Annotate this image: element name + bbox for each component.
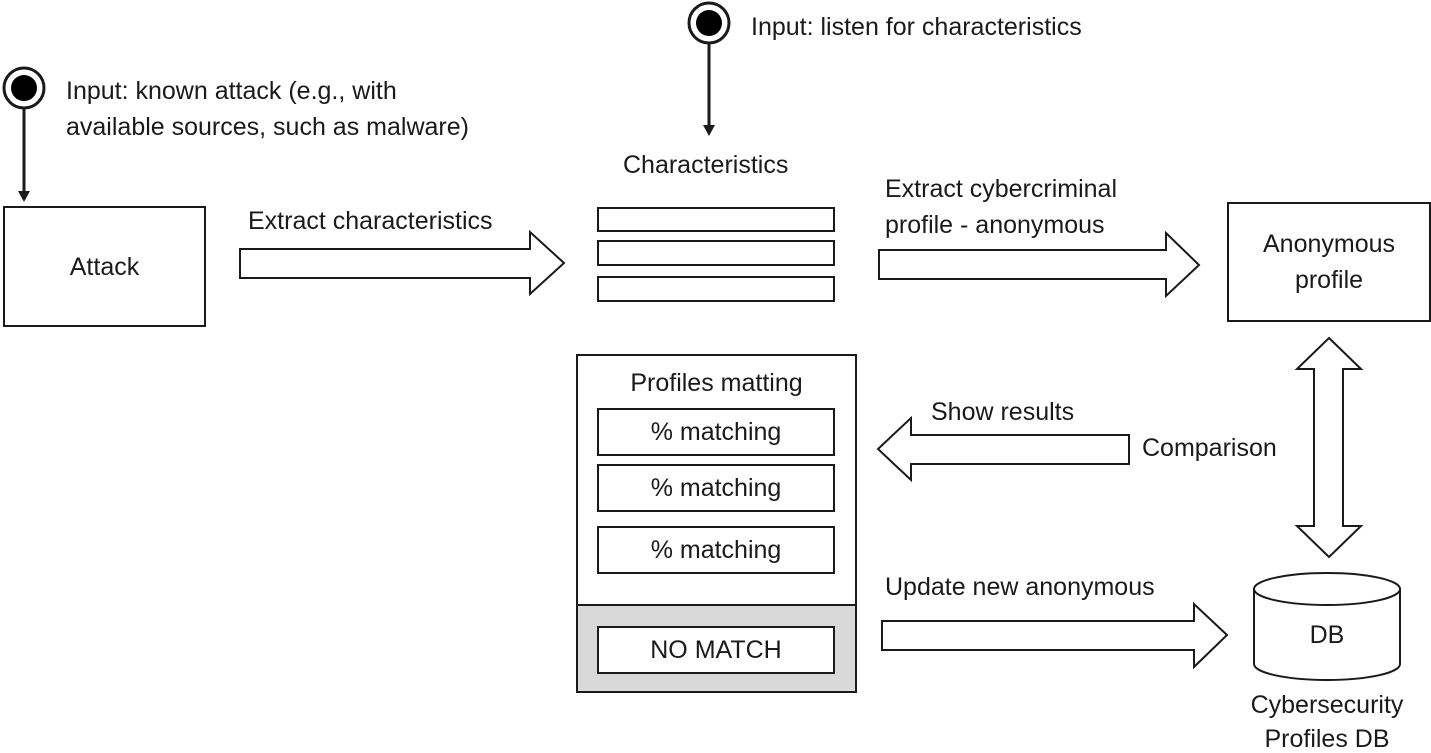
characteristic-bar xyxy=(597,240,835,266)
db-label: DB xyxy=(1309,621,1345,649)
match-row-label: % matching xyxy=(650,474,782,502)
update-new-label: Update new anonymous xyxy=(885,573,1155,601)
db-caption: Cybersecurity Profiles DB xyxy=(1250,691,1404,753)
show-results-arrow xyxy=(876,415,1130,483)
characteristics-title: Characteristics xyxy=(623,151,789,179)
attack-node: Attack xyxy=(3,206,206,327)
comparison-double-arrow xyxy=(1294,336,1364,559)
show-results-label: Show results xyxy=(931,398,1075,426)
match-row: % matching xyxy=(597,464,835,512)
input-known-attack-arrowhead xyxy=(18,191,30,202)
match-row: % matching xyxy=(597,408,835,456)
extract-profile-arrow xyxy=(878,230,1201,299)
update-new-arrow xyxy=(881,601,1229,670)
anonymous-profile-node: Anonymous profile xyxy=(1227,202,1431,322)
db-cylinder-icon xyxy=(1253,572,1401,681)
input-listen-icon xyxy=(687,1,731,45)
input-listen-label: Input: listen for characteristics xyxy=(751,13,1082,41)
extract-characteristics-label: Extract characteristics xyxy=(248,207,493,235)
no-match-label: NO MATCH xyxy=(650,636,782,664)
attack-node-label: Attack xyxy=(69,252,140,281)
input-known-attack-icon xyxy=(2,66,46,110)
no-match-row: NO MATCH xyxy=(597,626,835,674)
characteristic-bar xyxy=(597,207,835,232)
match-row-label: % matching xyxy=(650,536,782,564)
input-listen-arrowhead xyxy=(703,125,715,136)
match-row-label: % matching xyxy=(650,418,782,446)
extract-profile-label: Extract cybercriminal profile - anonymou… xyxy=(885,175,1117,239)
input-known-attack-label: Input: known attack (e.g., with availabl… xyxy=(66,77,469,141)
extract-characteristics-arrow xyxy=(239,229,566,297)
match-row: % matching xyxy=(597,526,835,574)
comparison-label: Comparison xyxy=(1142,434,1277,462)
profiles-matting-title: Profiles matting xyxy=(630,369,803,397)
characteristic-bar xyxy=(597,276,835,302)
anonymous-profile-label: Anonymous profile xyxy=(1262,230,1396,294)
